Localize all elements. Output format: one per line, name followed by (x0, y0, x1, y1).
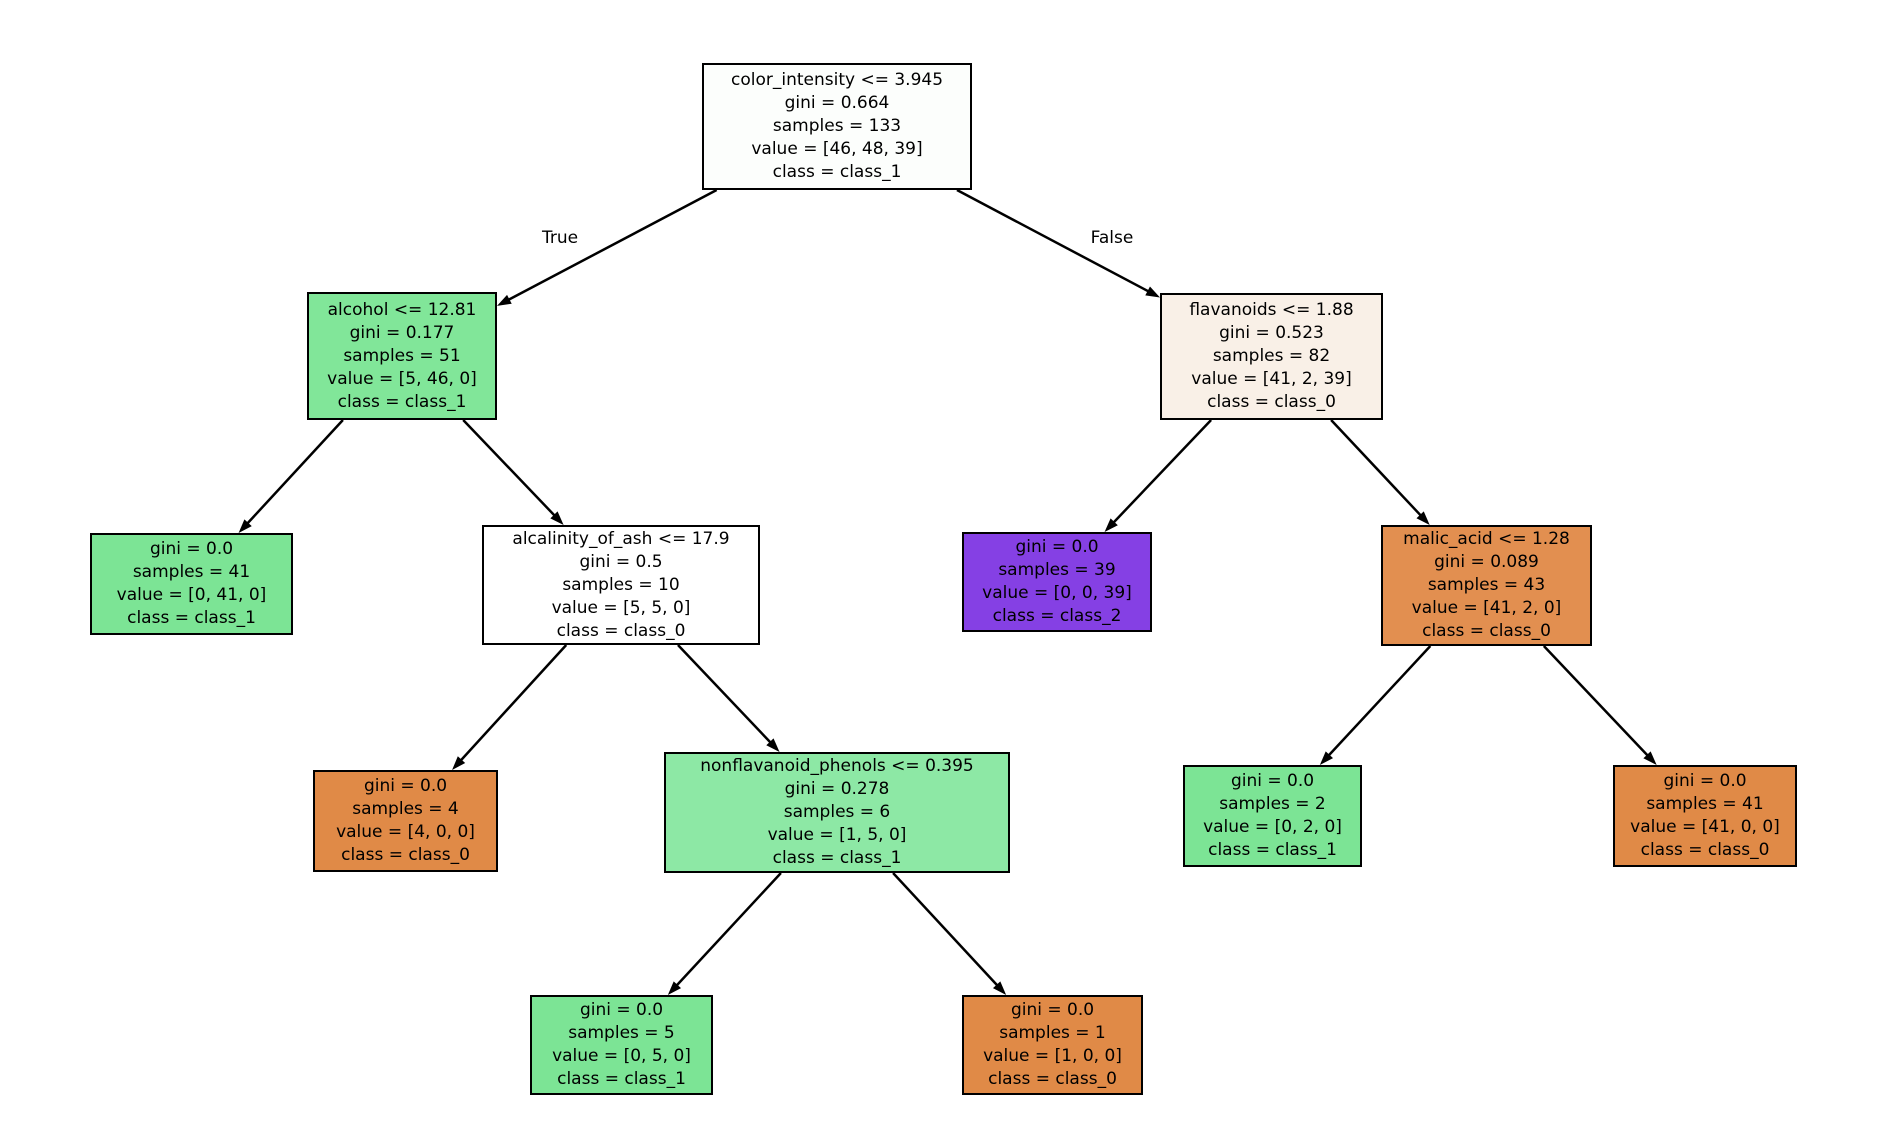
node-value: value = [4, 0, 0] (336, 822, 475, 842)
tree-leaf-class2-39: gini = 0.0 samples = 39 value = [0, 0, 3… (962, 532, 1152, 632)
node-samples: samples = 51 (343, 345, 461, 366)
node-value: value = [0, 41, 0] (116, 585, 267, 605)
node-gini: gini = 0.278 (784, 779, 890, 799)
node-split-condition: alcohol <= 12.81 (327, 299, 477, 320)
node-class: class = class_0 (341, 845, 470, 865)
tree-edge (462, 419, 559, 520)
tree-node-alcalinity-of-ash: alcalinity_of_ash <= 17.9 gini = 0.5 sam… (482, 525, 760, 645)
node-samples: samples = 133 (772, 116, 902, 136)
tree-node-root: color_intensity <= 3.945 gini = 0.664 sa… (702, 63, 972, 190)
node-split-condition: nonflavanoid_phenols <= 0.395 (700, 756, 974, 776)
node-class: class = class_1 (772, 162, 902, 182)
arrowhead-icon (992, 981, 1007, 995)
node-samples: samples = 4 (352, 799, 459, 819)
arrowhead-icon (1104, 518, 1118, 532)
tree-leaf-class0-1: gini = 0.0 samples = 1 value = [1, 0, 0]… (962, 995, 1143, 1095)
node-gini: gini = 0.177 (349, 322, 455, 343)
node-samples: samples = 39 (998, 560, 1116, 580)
tree-node-malic-acid: malic_acid <= 1.28 gini = 0.089 samples … (1381, 525, 1592, 646)
tree-node-nonflavanoid-phenols: nonflavanoid_phenols <= 0.395 gini = 0.2… (664, 752, 1010, 873)
node-split-condition: color_intensity <= 3.945 (730, 70, 944, 90)
edge-label-false: False (1091, 228, 1134, 248)
arrowhead-icon (497, 294, 512, 306)
node-class: class = class_1 (772, 848, 902, 868)
tree-leaf-class1-41: gini = 0.0 samples = 41 value = [0, 41, … (90, 533, 293, 635)
node-value: value = [0, 0, 39] (982, 583, 1132, 603)
node-class: class = class_1 (557, 1069, 686, 1089)
tree-edge (956, 188, 1153, 295)
arrowhead-icon (238, 519, 252, 533)
tree-edge (243, 419, 344, 528)
node-split-condition: alcalinity_of_ash <= 17.9 (512, 528, 730, 549)
node-class: class = class_1 (337, 391, 467, 412)
edge-label-true: True (541, 228, 578, 248)
node-value: value = [5, 46, 0] (327, 368, 477, 389)
node-split-condition: flavanoids <= 1.88 (1189, 300, 1354, 320)
node-gini: gini = 0.5 (579, 551, 663, 572)
node-value: value = [41, 0, 0] (1630, 817, 1780, 837)
node-samples: samples = 1 (999, 1023, 1106, 1043)
node-gini: gini = 0.089 (1434, 552, 1539, 572)
node-gini: gini = 0.0 (1663, 771, 1747, 791)
tree-edge (504, 188, 718, 303)
node-value: value = [0, 5, 0] (552, 1046, 691, 1066)
tree-edge (673, 872, 782, 990)
tree-leaf-class1-5: gini = 0.0 samples = 5 value = [0, 5, 0]… (530, 995, 713, 1095)
node-samples: samples = 10 (562, 574, 680, 595)
tree-node-flavanoids: flavanoids <= 1.88 gini = 0.523 samples … (1160, 293, 1383, 420)
tree-node-alcohol: alcohol <= 12.81 gini = 0.177 samples = … (307, 292, 497, 420)
node-class: class = class_0 (1207, 392, 1336, 412)
node-value: value = [41, 2, 39] (1191, 369, 1352, 389)
tree-leaf-class0-4: gini = 0.0 samples = 4 value = [4, 0, 0]… (313, 770, 498, 872)
node-class: class = class_1 (1208, 840, 1337, 860)
node-gini: gini = 0.0 (1230, 771, 1315, 791)
node-gini: gini = 0.0 (1010, 1000, 1095, 1020)
tree-edge (1109, 419, 1213, 527)
node-samples: samples = 82 (1212, 346, 1331, 366)
node-split-condition: malic_acid <= 1.28 (1403, 529, 1570, 549)
node-gini: gini = 0.0 (1015, 537, 1099, 557)
node-value: value = [41, 2, 0] (1411, 598, 1562, 618)
node-samples: samples = 2 (1219, 794, 1326, 814)
tree-leaf-class1-2: gini = 0.0 samples = 2 value = [0, 2, 0]… (1183, 765, 1362, 867)
node-class: class = class_0 (988, 1069, 1117, 1089)
arrowhead-icon (452, 756, 466, 770)
node-value: value = [5, 5, 0] (551, 597, 691, 618)
node-class: class = class_1 (127, 608, 256, 628)
node-samples: samples = 41 (1646, 794, 1764, 814)
node-samples: samples = 41 (132, 562, 251, 582)
arrowhead-icon (766, 738, 780, 752)
tree-edge (1330, 419, 1425, 520)
tree-edge (457, 644, 568, 765)
tree-edge (892, 872, 1001, 990)
tree-edge (677, 644, 775, 747)
tree-leaf-class0-41: gini = 0.0 samples = 41 value = [41, 0, … (1613, 765, 1797, 867)
node-value: value = [1, 0, 0] (983, 1046, 1122, 1066)
tree-edge (1542, 645, 1652, 760)
arrowhead-icon (1416, 511, 1430, 525)
node-value: value = [46, 48, 39] (751, 139, 923, 159)
node-gini: gini = 0.0 (363, 776, 448, 796)
node-samples: samples = 5 (568, 1023, 675, 1043)
node-gini: gini = 0.664 (784, 93, 890, 113)
node-class: class = class_0 (556, 620, 686, 641)
node-class: class = class_2 (992, 606, 1122, 626)
node-value: value = [0, 2, 0] (1203, 817, 1342, 837)
arrowhead-icon (1643, 751, 1657, 765)
node-value: value = [1, 5, 0] (767, 825, 907, 845)
arrowhead-icon (1319, 751, 1334, 765)
node-gini: gini = 0.0 (149, 539, 234, 559)
arrowhead-icon (667, 981, 682, 995)
node-class: class = class_0 (1422, 621, 1551, 641)
arrowhead-icon (550, 511, 564, 525)
node-class: class = class_0 (1640, 840, 1770, 860)
node-samples: samples = 6 (783, 802, 891, 822)
tree-edge (1325, 645, 1432, 760)
node-gini: gini = 0.523 (1219, 323, 1324, 343)
node-gini: gini = 0.0 (579, 1000, 664, 1020)
node-samples: samples = 43 (1427, 575, 1546, 595)
arrowhead-icon (1145, 286, 1160, 298)
